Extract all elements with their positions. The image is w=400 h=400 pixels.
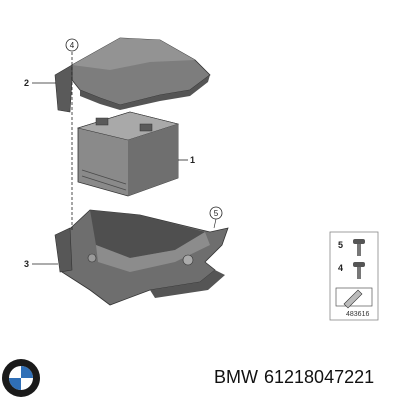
svg-text:4: 4 xyxy=(70,41,75,50)
battery-cover xyxy=(54,37,211,113)
battery xyxy=(76,111,180,197)
arrow-icon xyxy=(335,287,373,309)
svg-text:1: 1 xyxy=(190,155,195,165)
caption-part-number: 61218047221 xyxy=(264,367,375,387)
svg-text:5: 5 xyxy=(214,209,219,218)
svg-text:5: 5 xyxy=(338,240,343,250)
callout-2: 2 xyxy=(24,78,56,88)
callout-1: 1 xyxy=(178,155,195,165)
callout-5: 5 xyxy=(209,206,223,229)
svg-text:3: 3 xyxy=(24,259,29,269)
battery-tray xyxy=(54,209,229,306)
part-caption: BMW 61218047221 xyxy=(214,367,380,388)
hardware-legend-box: 5 4 483616 xyxy=(329,231,379,321)
svg-text:483616: 483616 xyxy=(346,311,369,318)
svg-text:4: 4 xyxy=(338,263,343,273)
screw-4-icon xyxy=(353,262,365,279)
callout-4: 4 xyxy=(65,38,79,52)
callout-3: 3 xyxy=(24,259,58,269)
svg-text:2: 2 xyxy=(24,78,29,88)
caption-brand: BMW xyxy=(214,367,258,387)
screw-5-icon xyxy=(353,239,365,256)
bmw-logo xyxy=(2,359,40,397)
